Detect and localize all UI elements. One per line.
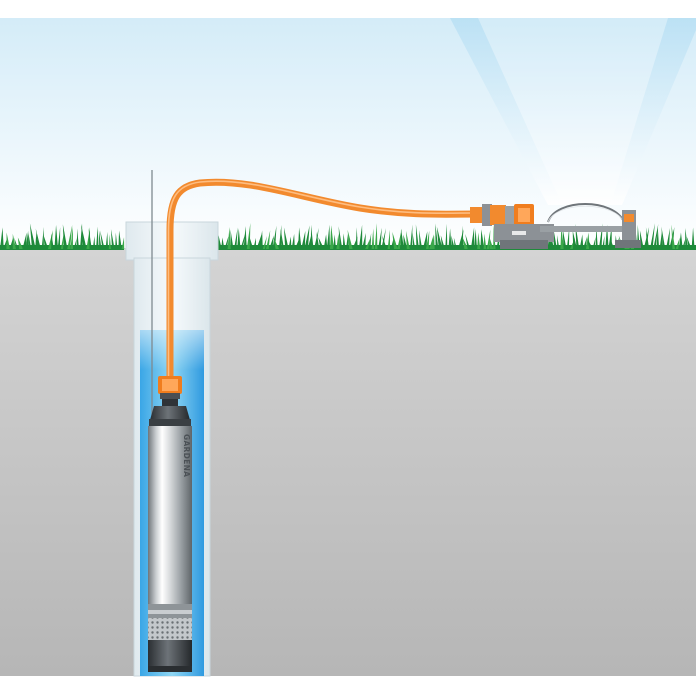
sprinkler-spray-core	[478, 18, 668, 200]
hose-connector-icon	[158, 376, 182, 399]
oscillating-sprinkler-icon	[470, 203, 641, 249]
garden-hose-highlight	[167, 180, 477, 381]
sprinkler-spray	[450, 18, 696, 205]
pump-intake-strainer	[148, 618, 192, 640]
submersible-pump-icon: GARDENA	[148, 399, 192, 672]
grass-left	[0, 223, 125, 250]
garden-hose	[166, 178, 482, 389]
pump-brand-label: GARDENA	[182, 434, 191, 477]
ground	[0, 248, 696, 676]
